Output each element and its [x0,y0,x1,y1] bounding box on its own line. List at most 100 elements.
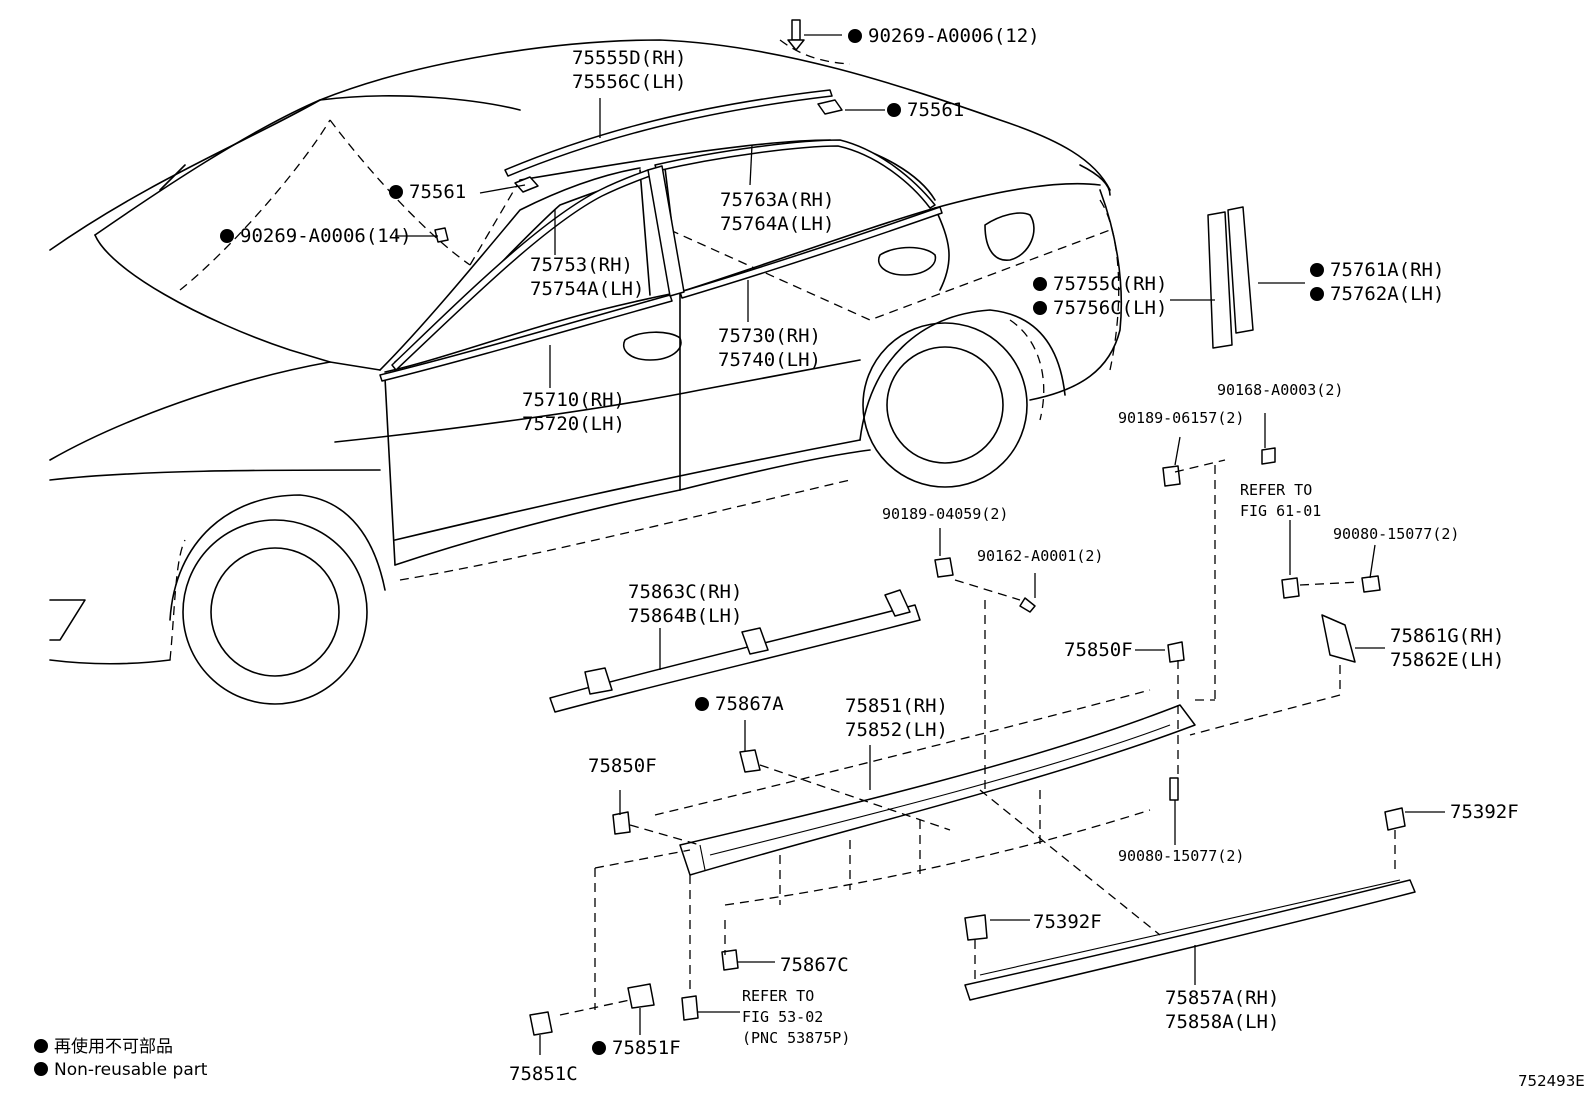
roof-molding [504,89,833,177]
rocker-panel-main [679,704,1196,876]
callout-text: 75720(LH) [522,413,625,435]
callout-line: 75761A(RH) [1310,258,1444,282]
non-reusable-dot-icon [1310,263,1324,277]
callout-rocker-bracket: 75861G(RH)75862E(LH) [1390,624,1504,672]
callout-text: 75864B(LH) [628,605,743,627]
callout-text: 90168-A0003(2) [1217,381,1344,399]
callout-90168-a0003: 90168-A0003(2) [1217,380,1343,401]
callout-text: 75556C(LH) [572,71,687,93]
callout-text: 75762A(LH) [1330,283,1445,305]
callout-text: 75753(RH) [530,254,633,276]
callout-text: FIG 53-02 [742,1008,824,1026]
callout-75392f-left: 75392F [1033,910,1102,934]
callout-text: 75761A(RH) [1330,259,1445,281]
callout-text: 75755C(RH) [1053,273,1168,295]
callout-text: 75730(RH) [718,325,821,347]
non-reusable-dot-icon [34,1062,48,1076]
car-body-outline [49,39,1123,705]
callout-refer-fig-61-01: REFER TO FIG 61-01 [1240,480,1321,522]
non-reusable-dot-icon [1310,287,1324,301]
callout-text: 75850F [588,755,657,777]
rear-door-frame-molding [654,139,936,209]
callout-75851f: 75851F [592,1036,681,1060]
non-reusable-dot-icon [592,1041,606,1055]
callout-rear-door-frame-molding: 75763A(RH)75764A(LH) [720,188,834,236]
callout-90162-a0001: 90162-A0001(2) [977,546,1103,567]
callout-text: 75862E(LH) [1390,649,1505,671]
callout-text: 90269-A0006(14) [240,225,412,247]
callout-text: 90162-A0001(2) [977,547,1104,565]
non-reusable-dot-icon [1033,301,1047,315]
callout-text: 75561 [409,181,467,203]
non-reusable-dot-icon [34,1039,48,1053]
callout-quarter-window-garnish: 75755C(RH)75756C(LH) [1033,272,1167,320]
callout-text: 75858A(LH) [1165,1011,1280,1033]
non-reusable-dot-icon [1033,277,1047,291]
callout-roof-molding: 75555D(RH)75556C(LH) [572,46,686,94]
callout-text: 75867C [780,954,849,976]
callout-90189-04059: 90189-04059(2) [882,504,1008,525]
non-reusable-dot-icon [220,229,234,243]
callout-text: (PNC 53875P) [742,1029,851,1047]
callout-text: REFER TO [742,987,815,1005]
callout-90269-a0006-14: 90269-A0006(14) [220,224,412,248]
callout-text: 75392F [1450,801,1519,823]
callout-75867c: 75867C [780,953,849,977]
callout-front-belt-molding: 75710(RH)75720(LH) [522,388,625,436]
callout-75561-rear: 75561 [887,98,964,122]
non-reusable-dot-icon [695,697,709,711]
callout-refer-fig-53-02: REFER TO FIG 53-02 (PNC 53875P) [742,986,850,1049]
front-belt-molding [379,294,673,382]
roof-clip-rear [817,99,843,115]
callout-75867a: 75867A [695,692,784,716]
callout-text: 75561 [907,99,965,121]
callout-text: 75392F [1033,911,1102,933]
legend-en: Non-reusable part [34,1060,207,1080]
callout-line: 75762A(LH) [1310,282,1444,306]
rear-belt-molding [679,206,943,299]
legend-text-jp: 再使用不可部品 [54,1037,173,1057]
callout-75851c: 75851C [509,1062,578,1086]
callout-text: 75740(LH) [718,349,821,371]
callout-text: FIG 61-01 [1240,502,1322,520]
callout-75392f-right: 75392F [1450,800,1519,824]
callout-90080-15077-lower: 90080-15077(2) [1118,846,1244,867]
callout-text: 75763A(RH) [720,189,835,211]
callout-text: 75867A [715,693,784,715]
callout-text: 75764A(LH) [720,213,835,235]
leader-lines [395,34,1445,1055]
callout-text: 90189-04059(2) [882,505,1009,523]
callout-75850f-lower: 75850F [588,754,657,778]
legend-text-en: Non-reusable part [54,1060,208,1080]
rocker-lower-molding [964,879,1416,1001]
callout-90189-06157: 90189-06157(2) [1118,408,1244,429]
c-pillar-garnish [1207,206,1254,349]
roof-molding-clip-pin-top [787,19,805,51]
callout-text: 90189-06157(2) [1118,409,1245,427]
callout-front-door-frame-molding: 75753(RH)75754A(LH) [530,253,644,301]
callout-text: 75851(RH) [845,695,948,717]
callout-rocker-lower-molding: 75857A(RH)75858A(LH) [1165,986,1279,1034]
callout-text: 75710(RH) [522,389,625,411]
callout-text: 90269-A0006(12) [868,25,1040,47]
assembly-dash-lines [559,459,1396,1016]
callout-text: 75555D(RH) [572,47,687,69]
callout-text: REFER TO [1240,481,1313,499]
callout-text: 75857A(RH) [1165,987,1280,1009]
b-pillar-garnish [647,165,685,297]
rocker-clips-and-screws [529,447,1406,1036]
callout-90080-15077-upper: 90080-15077(2) [1333,524,1459,545]
callout-rocker-upper-garnish: 75863C(RH)75864B(LH) [628,580,742,628]
callout-line: 75755C(RH) [1033,272,1167,296]
rocker-upper-garnish [549,589,921,713]
non-reusable-dot-icon [848,29,862,43]
callout-text: 75850F [1064,639,1133,661]
callout-rear-belt-molding: 75730(RH)75740(LH) [718,324,821,372]
callout-text: 75851C [509,1063,578,1085]
roof-molding-clip-pin-left [434,227,449,243]
callout-75850f-upper: 75850F [1064,638,1133,662]
callout-text: 90080-15077(2) [1333,525,1460,543]
callout-line: 75756C(LH) [1033,296,1167,320]
callout-text: 75863C(RH) [628,581,743,603]
